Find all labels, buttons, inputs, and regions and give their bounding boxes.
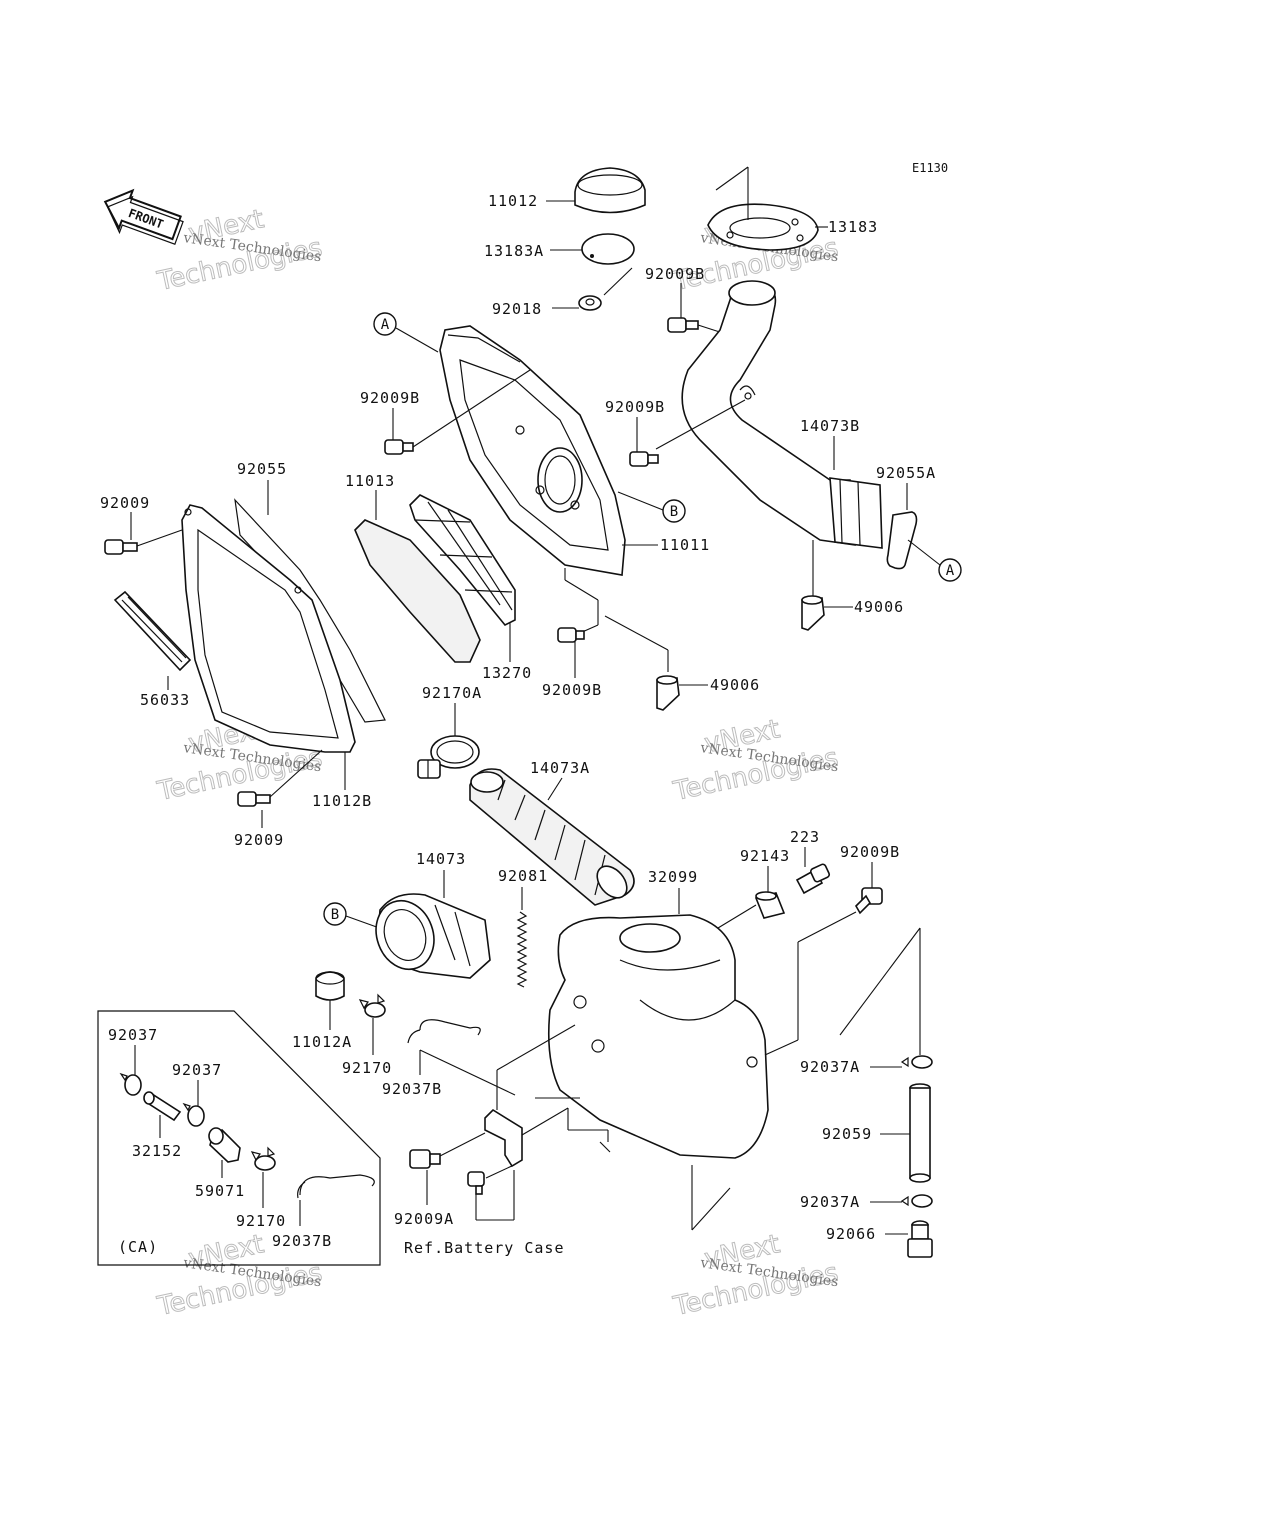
callout-a-right: [938, 558, 962, 582]
filter-frame-13270: [409, 494, 516, 627]
label-11013: 11013: [345, 472, 395, 490]
label-92170: 92170: [342, 1059, 392, 1077]
label-92037b: 92037B: [382, 1080, 442, 1098]
plate-13183: [707, 203, 819, 251]
drain-49006-mid: [656, 675, 680, 711]
label-92009b-top: 92009B: [645, 265, 705, 283]
grommet-92018: [578, 295, 602, 311]
ca-label-92037-b: 92037: [172, 1061, 222, 1079]
callout-b-bottom-label: B: [331, 907, 339, 923]
label-92037a-bottom: 92037A: [800, 1193, 860, 1211]
clamp-92037a-bottom: [900, 1194, 933, 1208]
bolt-92009b-right: [855, 887, 883, 915]
clamp-92170a: [417, 735, 480, 779]
ca-clamp-92037-a: [119, 1072, 142, 1096]
label-14073b: 14073B: [800, 417, 860, 435]
spring-92081: [516, 911, 528, 988]
ca-label-92170: 92170: [236, 1212, 286, 1230]
label-ref-battery-case: Ref.Battery Case: [404, 1239, 565, 1257]
drain-49006-right: [801, 595, 825, 631]
decal-56033: [113, 590, 192, 672]
tank-32099: [548, 914, 769, 1159]
ca-clamp-92170: [250, 1146, 276, 1171]
callout-b-top: [662, 499, 686, 523]
hose-14073a: [469, 768, 635, 906]
label-14073: 14073: [416, 850, 466, 868]
hose-92059: [909, 1083, 931, 1183]
collar-92143: [754, 891, 786, 919]
label-92066: 92066: [826, 1225, 876, 1243]
label-56033: 56033: [140, 691, 190, 709]
label-92055: 92055: [237, 460, 287, 478]
label-92059: 92059: [822, 1125, 872, 1143]
bolt-92009-bottom: [237, 791, 271, 807]
label-92009b-right: 92009B: [840, 843, 900, 861]
bolt-92009b-left: [384, 439, 414, 455]
bracket-battery: [484, 1108, 523, 1168]
boot-14073: [375, 893, 491, 979]
bolt-92009-top: [104, 539, 138, 555]
label-11012a: 11012A: [292, 1033, 352, 1051]
callout-a-right-label: A: [946, 563, 955, 579]
label-92055a: 92055A: [876, 464, 936, 482]
filter-element-11013: [354, 519, 481, 663]
ca-label: (CA): [118, 1238, 158, 1256]
cap-11012: [574, 167, 646, 214]
label-11012b: 11012B: [312, 792, 372, 810]
seal-92055a: [886, 511, 918, 570]
plug-92066: [907, 1220, 933, 1258]
label-92170a: 92170A: [422, 684, 482, 702]
callout-b-bottom: [323, 902, 347, 926]
label-92009-bottom: 92009: [234, 831, 284, 849]
duct-14073b: [681, 280, 883, 549]
callout-a-left: [373, 312, 397, 336]
plate-13183a: [581, 233, 635, 265]
label-223: 223: [790, 828, 820, 846]
clamp-92037a-top: [900, 1055, 933, 1069]
screw-223: [795, 863, 831, 895]
grommet-11012a: [315, 971, 345, 1001]
ca-label-92037-a: 92037: [108, 1026, 158, 1044]
bolt-92009a: [409, 1149, 441, 1169]
ca-pipe-32152: [143, 1091, 182, 1122]
label-92037a-top: 92037A: [800, 1058, 860, 1076]
ca-box: [97, 1010, 381, 1266]
label-13183a: 13183A: [484, 242, 544, 260]
ca-label-92037b: 92037B: [272, 1232, 332, 1250]
label-32099: 32099: [648, 868, 698, 886]
bolt-92009b-top: [667, 317, 699, 333]
ca-label-59071: 59071: [195, 1182, 245, 1200]
ca-hose-92037b: [297, 1174, 375, 1199]
label-92009-top: 92009: [100, 494, 150, 512]
label-49006-right: 49006: [854, 598, 904, 616]
label-92009b-low: 92009B: [542, 681, 602, 699]
callout-b-top-label: B: [670, 504, 678, 520]
label-92143: 92143: [740, 847, 790, 865]
clamp-92170: [358, 993, 386, 1018]
label-49006-mid: 49006: [710, 676, 760, 694]
label-92018: 92018: [492, 300, 542, 318]
label-11011: 11011: [660, 536, 710, 554]
label-92009b-left: 92009B: [360, 389, 420, 407]
hose-92037b: [407, 1019, 481, 1044]
label-14073a: 14073A: [530, 759, 590, 777]
bolt-92009b-mid: [629, 451, 659, 467]
ca-valve-59071: [208, 1127, 241, 1163]
cover-11012b: [181, 504, 356, 753]
label-92081: 92081: [498, 867, 548, 885]
airbox-11011: [439, 325, 626, 576]
ca-clamp-92037-b: [182, 1102, 205, 1127]
label-92009b-mid: 92009B: [605, 398, 665, 416]
label-13183: 13183: [828, 218, 878, 236]
label-92009a: 92009A: [394, 1210, 454, 1228]
label-13270: 13270: [482, 664, 532, 682]
bolt-92009b-low: [557, 627, 585, 643]
diagram-code: E1130: [912, 161, 948, 175]
label-11012: 11012: [488, 192, 538, 210]
front-arrow-icon: FRONT: [103, 188, 184, 245]
callout-a-left-label: A: [381, 317, 390, 333]
ca-label-32152: 32152: [132, 1142, 182, 1160]
bolt-battery-small: [467, 1171, 485, 1195]
